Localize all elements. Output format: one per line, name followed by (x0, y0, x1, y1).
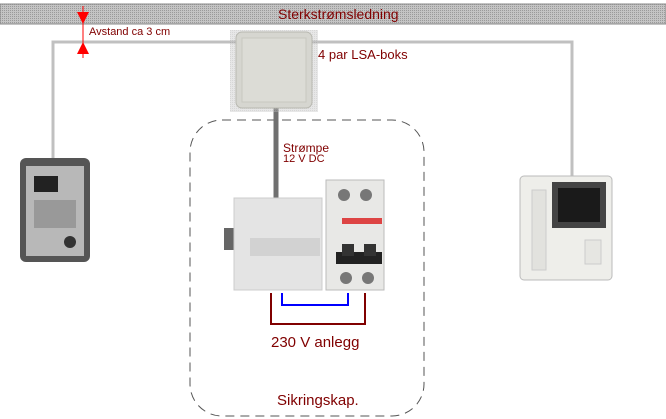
fuse-cabinet-outline (189, 119, 425, 417)
lsa-box-icon (230, 30, 318, 112)
distance-arrow-icon (77, 6, 89, 58)
neutral-wire (281, 293, 349, 306)
circuit-breaker-icon (325, 179, 385, 291)
distance-label: Avstand ca 3 cm (89, 26, 171, 38)
installation-label: 230 V anlegg (271, 334, 360, 351)
video-monitor-icon (519, 175, 613, 281)
cable-label-line1: Strømpe (283, 141, 330, 155)
fuse-cabinet-label: Sikringskap. (277, 392, 359, 409)
power-supply-icon (224, 197, 323, 291)
power-line-bar (0, 3, 666, 25)
door-intercom-icon (20, 158, 90, 262)
power-line-label: Sterkstrømsledning (278, 6, 399, 22)
cable-label-line2: 12 V DC (283, 153, 325, 165)
mains-wire (270, 293, 366, 325)
lsa-box-label: 4 par LSA-boks (318, 47, 408, 62)
